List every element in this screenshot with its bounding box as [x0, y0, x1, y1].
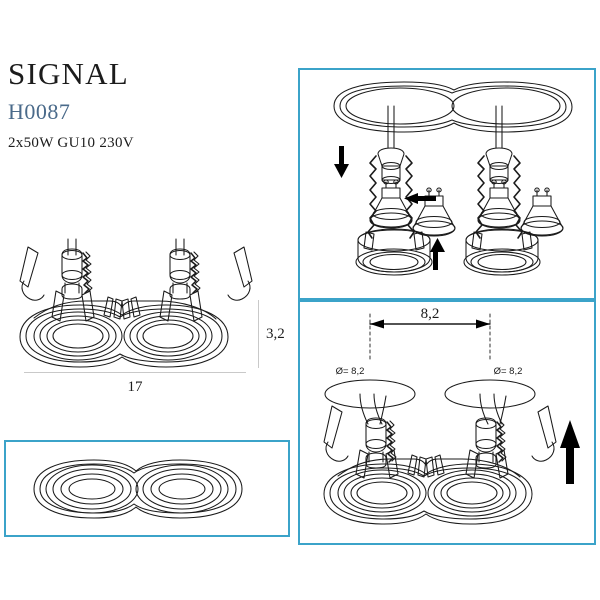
main-product-drawing: [4, 225, 284, 375]
width-dimension-line: [24, 372, 246, 373]
title-block: SIGNAL H0087 2x50W GU10 230V: [8, 58, 278, 151]
height-dimension-label: 3,2: [266, 326, 285, 342]
panel-lamp-installation: [298, 68, 596, 300]
loose-lamp-right: [520, 187, 564, 237]
loose-lamp-left: [412, 187, 456, 237]
panel-mounting-dimensions: 8,2 Ø= 8,2 Ø= 8,2: [298, 300, 596, 545]
height-dimension-line: [258, 300, 259, 368]
up-arrow: [430, 238, 445, 270]
up-arrow: [560, 420, 580, 484]
page-title: SIGNAL: [8, 56, 129, 91]
panel-plan-view: [4, 440, 290, 537]
left-arrow: [404, 193, 436, 204]
spacing-value-text: 8,2: [421, 306, 440, 322]
product-specs: 2x50W GU10 230V: [8, 135, 134, 151]
hole-left-label-text: Ø= 8,2: [336, 366, 365, 377]
width-dimension-label: 17: [127, 379, 143, 395]
down-arrow: [334, 146, 349, 178]
hole-right-label-text: Ø= 8,2: [494, 366, 523, 377]
product-code: H0087: [8, 99, 71, 124]
